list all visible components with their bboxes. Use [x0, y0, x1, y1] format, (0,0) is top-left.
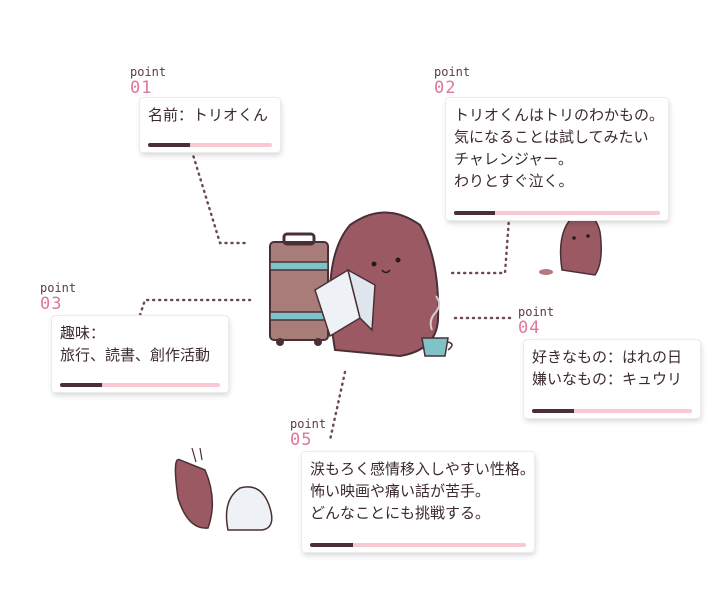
point-number: 05	[290, 430, 313, 450]
progress-bar	[148, 143, 272, 147]
card-line: 名前：トリオくん	[148, 106, 269, 124]
card-line: 怖い映画や痛い話が苦手。	[310, 482, 491, 500]
point-word: point	[290, 417, 327, 431]
torio-character-icon	[314, 211, 440, 358]
point-word: point	[434, 65, 471, 79]
small-character-icon	[539, 213, 602, 276]
progress-fill	[148, 143, 191, 147]
point-label-04: point 04	[518, 306, 554, 337]
point-word: point	[130, 65, 167, 79]
card-line: トリオくんはトリのわかもの。	[454, 106, 665, 124]
card-line: どんなことにも挑戦する。	[310, 504, 491, 522]
point-word: point	[40, 281, 77, 295]
card-line: わりとすぐ泣く。	[454, 172, 574, 190]
point-number: 04	[518, 318, 541, 338]
progress-bar	[454, 211, 660, 215]
crying-character-icon	[174, 447, 214, 529]
point-card-01: 名前：トリオくん	[140, 98, 280, 152]
progress-bar	[310, 543, 526, 547]
point-label-03: point 03	[40, 282, 76, 313]
point-number: 02	[434, 78, 457, 98]
point-label-02: point 02	[434, 66, 470, 97]
card-line: 好きなもの：はれの日	[532, 348, 683, 366]
progress-fill	[532, 409, 574, 413]
point-word: point	[518, 305, 555, 319]
point-number: 03	[40, 294, 63, 314]
progress-fill	[310, 543, 354, 547]
point-label-05: point 05	[290, 418, 326, 449]
card-line: 涙もろく感情移入しやすい性格。	[310, 460, 535, 478]
progress-bar	[60, 383, 220, 387]
card-line: 気になることは試してみたい	[454, 128, 649, 146]
progress-bar	[532, 409, 692, 413]
point-card-03: 趣味： 旅行、読書、創作活動	[52, 316, 228, 392]
point-card-02: トリオくんはトリのわかもの。 気になることは試してみたい チャレンジャー。 わり…	[446, 98, 668, 220]
ghost-icon	[225, 486, 273, 531]
coffee-cup-icon	[421, 295, 453, 357]
card-line: 趣味：	[60, 324, 106, 342]
progress-fill	[60, 383, 102, 387]
connector-point-03	[138, 298, 252, 317]
card-line: チャレンジャー。	[454, 150, 573, 168]
connector-point-01	[188, 143, 247, 245]
point-label-01: point 01	[130, 66, 166, 97]
card-line: 旅行、読書、創作活動	[60, 346, 211, 364]
connector-point-05	[328, 370, 347, 442]
card-line: 嫌いなもの：キュウリ	[532, 370, 683, 388]
point-card-04: 好きなもの：はれの日 嫌いなもの：キュウリ	[524, 340, 700, 418]
progress-fill	[454, 211, 496, 215]
connector-point-02	[448, 203, 512, 275]
point-number: 01	[130, 78, 153, 98]
point-card-05: 涙もろく感情移入しやすい性格。 怖い映画や痛い話が苦手。 どんなことにも挑戦する…	[302, 452, 535, 552]
